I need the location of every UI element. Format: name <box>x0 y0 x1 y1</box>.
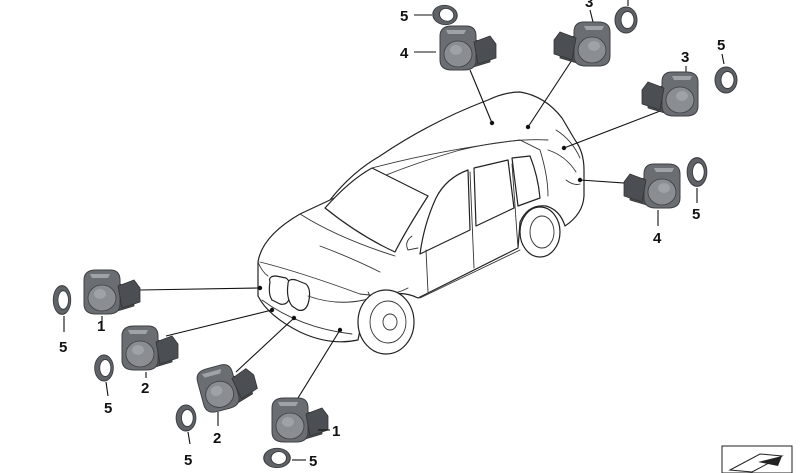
parking-sensor-top <box>439 25 497 71</box>
callout-label: 4 <box>400 45 409 62</box>
callout-label: 1 <box>332 423 340 440</box>
parts-catalog-arrow-icon <box>721 445 793 473</box>
callout-label: 2 <box>213 430 221 447</box>
callout-label: 3 <box>585 0 593 11</box>
parking-sensor-rear-upper <box>553 21 611 67</box>
callout-label: 1 <box>97 318 105 335</box>
callout-label: 5 <box>309 453 317 470</box>
decoupling-ring-rear-corner <box>714 66 738 94</box>
callout-label: 5 <box>400 8 408 25</box>
decoupling-ring-rear-upper <box>614 6 638 34</box>
decoupling-ring-front-right <box>263 447 291 469</box>
parking-sensor-front-mid-right <box>194 356 261 415</box>
callout-label: 5 <box>104 400 112 417</box>
decoupling-ring-front-left <box>52 285 72 315</box>
decoupling-ring-rear-side <box>686 157 708 187</box>
decoupling-ring-front-mid-left <box>94 354 114 382</box>
callout-label: 3 <box>681 49 689 66</box>
callout-label: 5 <box>717 37 725 54</box>
callout-label: 5 <box>692 206 700 223</box>
decoupling-ring-front-mid-right <box>175 404 197 432</box>
callout-label: 5 <box>59 339 67 356</box>
parking-sensor-front-mid-left <box>121 325 179 371</box>
vehicle-outline <box>257 91 585 355</box>
callout-label: 4 <box>653 230 662 247</box>
parking-sensor-front-left <box>83 269 141 315</box>
parking-sensor-rear-corner <box>641 71 699 117</box>
decoupling-ring-top <box>430 3 460 27</box>
parking-sensor-front-right <box>271 397 329 443</box>
parking-sensor-rear-side <box>623 163 681 209</box>
callout-label: 5 <box>184 452 192 469</box>
callout-label: 2 <box>141 380 149 397</box>
